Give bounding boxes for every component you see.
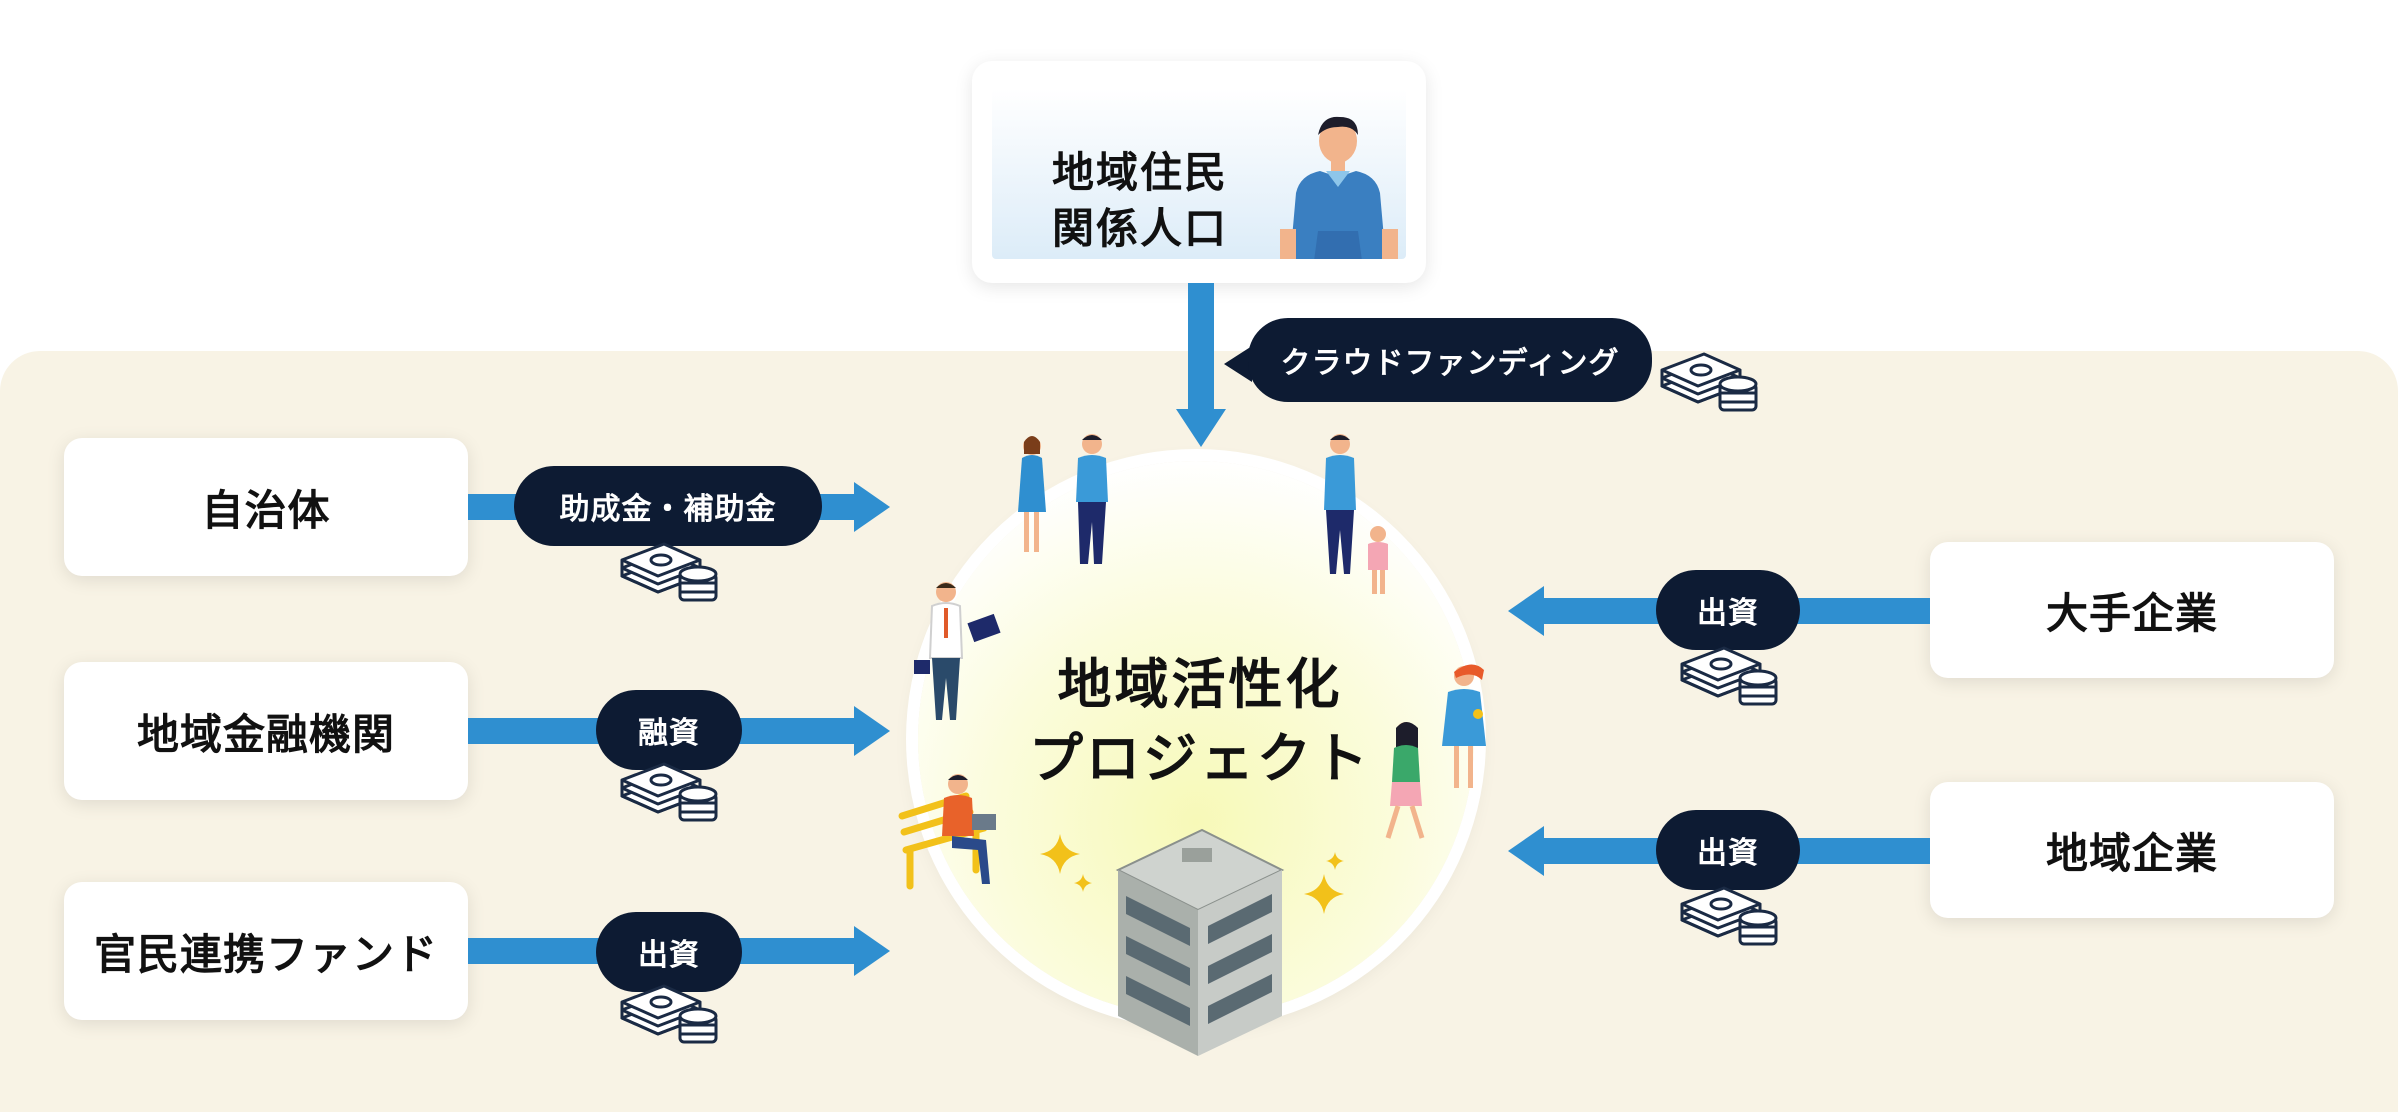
large-company-card: 大手企業 bbox=[1930, 542, 2334, 678]
money-stack-icon bbox=[620, 542, 718, 602]
local-company-investment-badge: 出資 bbox=[1656, 810, 1800, 890]
resident-person-icon bbox=[1280, 116, 1398, 259]
regional-bank-card: 地域金融機関 bbox=[64, 662, 468, 800]
residents-card: 地域住民 関係人口 bbox=[972, 61, 1426, 283]
money-stack-icon bbox=[1680, 646, 1778, 706]
businessman-icon bbox=[914, 582, 1001, 720]
money-stack-icon bbox=[620, 762, 718, 822]
crowdfunding-badge-tail bbox=[1224, 346, 1252, 382]
project-title-line1: 地域活性化 bbox=[1057, 653, 1343, 716]
bench-person-icon bbox=[898, 774, 996, 890]
sparkle-icon bbox=[1304, 874, 1344, 914]
walking-woman-icon bbox=[1385, 722, 1425, 839]
sparkle-icon bbox=[1074, 874, 1092, 892]
money-stack-icon bbox=[1680, 886, 1778, 946]
residents-label-line1: 地域住民 bbox=[1052, 148, 1229, 197]
parent-child-icon bbox=[1324, 434, 1388, 594]
municipality-card: 自治体 bbox=[64, 438, 468, 576]
residents-label-line2: 関係人口 bbox=[1052, 204, 1229, 253]
building-icon bbox=[1115, 828, 1285, 1056]
residents-label: 地域住民 関係人口 bbox=[1052, 145, 1228, 257]
money-stack-icon bbox=[620, 984, 718, 1044]
crowdfunding-badge: クラウドファンディング bbox=[1248, 318, 1652, 402]
subsidy-badge: 助成金・補助金 bbox=[514, 466, 822, 546]
money-stack-icon bbox=[1660, 352, 1758, 412]
residents-card-inner: 地域住民 関係人口 bbox=[992, 89, 1406, 259]
local-company-card: 地域企業 bbox=[1930, 782, 2334, 918]
woman-phone-icon bbox=[1442, 664, 1486, 788]
arrow-down-crowdfunding bbox=[1176, 283, 1226, 447]
large-company-investment-badge: 出資 bbox=[1656, 570, 1800, 650]
project-title: 地域活性化 プロジェクト bbox=[1000, 648, 1400, 796]
sparkle-icon bbox=[1326, 852, 1344, 870]
couple-people-icon bbox=[1018, 434, 1108, 564]
project-title-line2: プロジェクト bbox=[1029, 727, 1371, 790]
sparkle-icon bbox=[1040, 834, 1080, 874]
public-private-fund-card: 官民連携ファンド bbox=[64, 882, 468, 1020]
loan-badge: 融資 bbox=[596, 690, 742, 770]
fund-investment-badge: 出資 bbox=[596, 912, 742, 992]
